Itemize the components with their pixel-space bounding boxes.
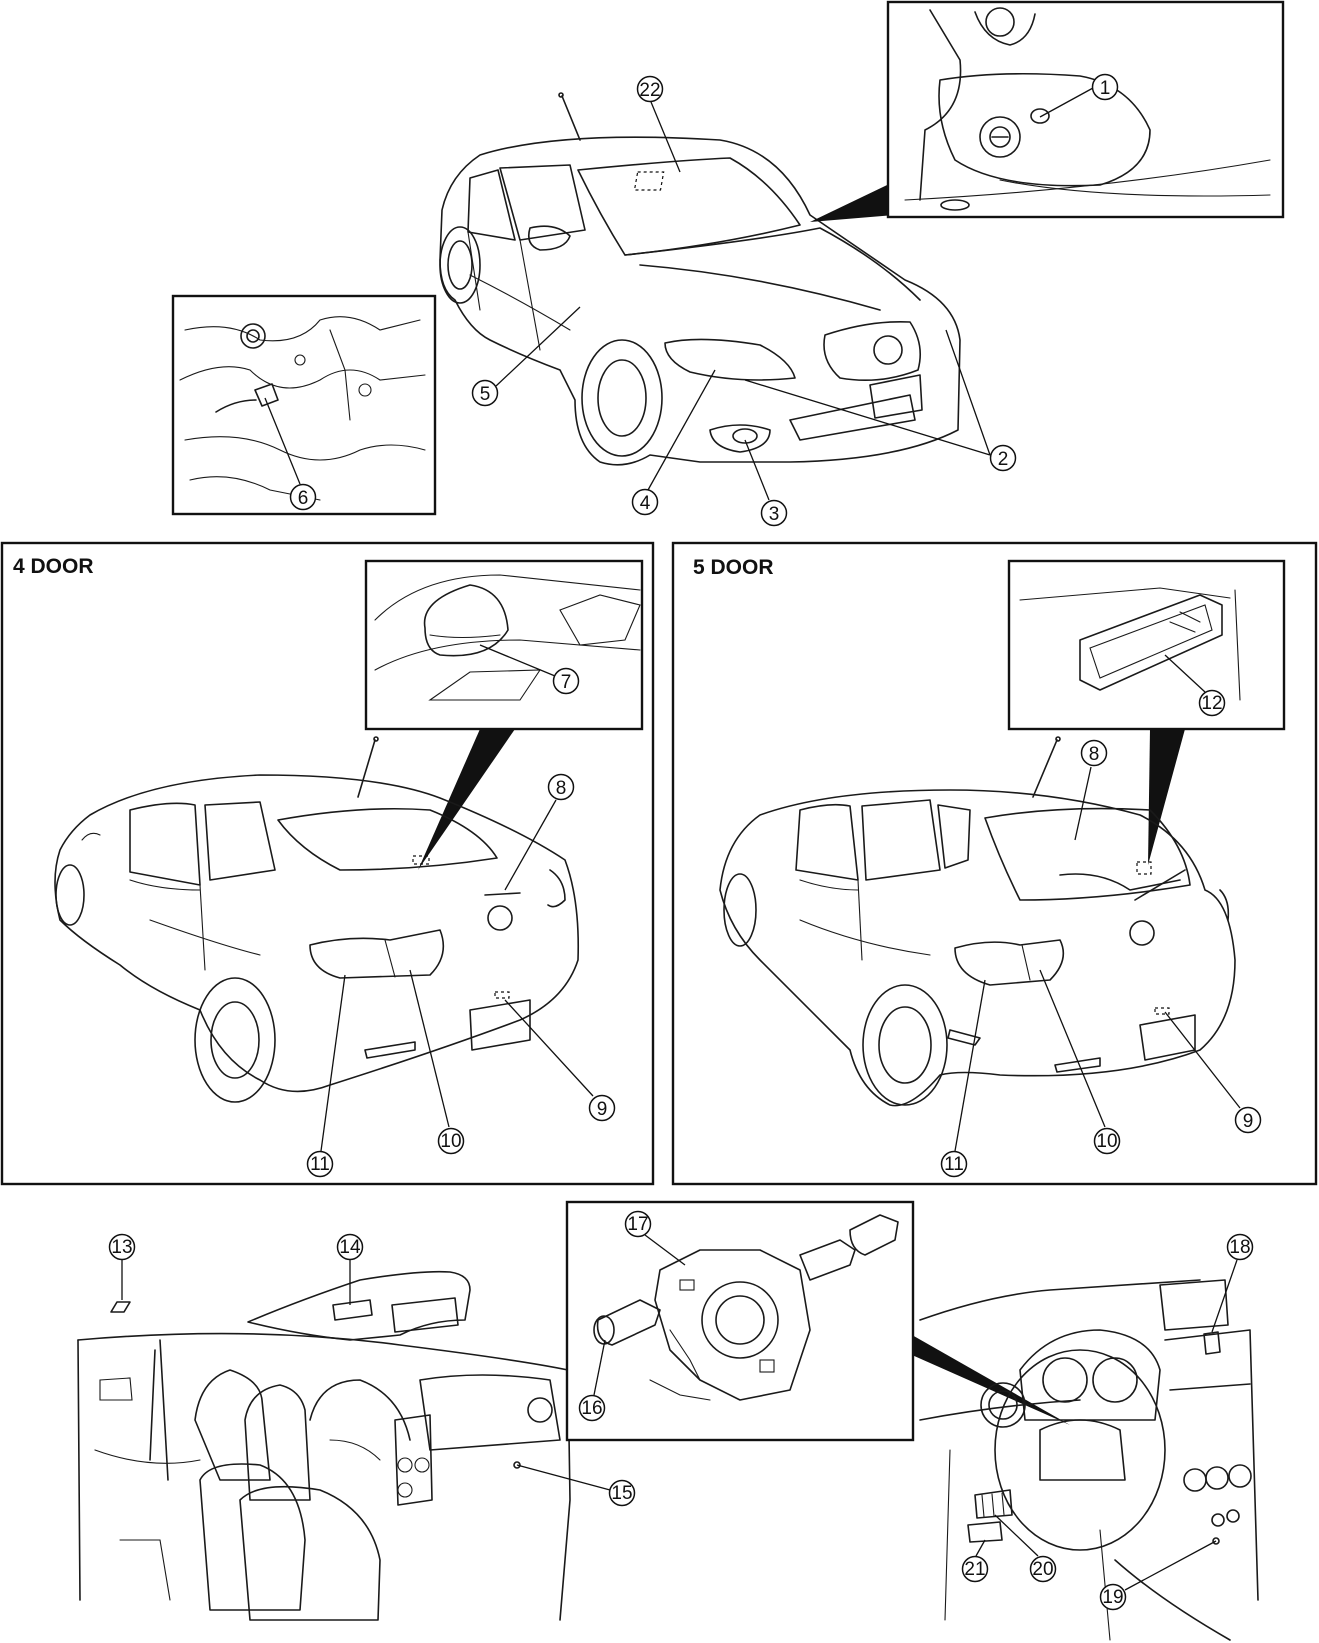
callout-22-label: 22 [639,80,660,101]
callout-12 [1198,689,1226,717]
callout-13 [108,1233,136,1261]
callout-10-4door-label: 10 [440,1131,461,1152]
callout-13-label: 13 [111,1237,132,1258]
callout-1-label: 1 [1100,78,1111,99]
callout-2-label: 2 [998,449,1009,470]
inset-pointer-top-right [810,176,906,222]
inset-pointer-5door [1148,729,1185,865]
interior-illustration [77,1270,571,1621]
callout-9-4door-label: 9 [597,1099,608,1120]
inset-neutral-switch [171,294,437,516]
callout-14-label: 14 [339,1237,361,1258]
callouts: 1 2 3 4 5 6 7 8 9 10 [108,73,1262,1611]
callout-5 [471,379,499,407]
callout-20-label: 20 [1032,1559,1053,1580]
callout-15-label: 15 [611,1483,632,1504]
callout-21-label: 21 [964,1559,985,1580]
callout-8-5door-label: 8 [1089,744,1100,765]
callout-16-label: 16 [581,1398,602,1419]
inset-combination-switch [565,1200,915,1442]
callout-19 [1099,1583,1127,1611]
callout-6 [289,483,317,511]
callout-20 [1029,1555,1057,1583]
callout-7-label: 7 [561,672,572,693]
callout-4-label: 4 [640,493,651,514]
callout-6-label: 6 [298,488,309,509]
callout-19-label: 19 [1102,1587,1123,1608]
callout-9-4door [588,1094,616,1122]
callout-3 [760,499,788,527]
callout-10-5door [1093,1127,1121,1155]
callout-11-4door [306,1150,334,1178]
inset-pointer-4door [418,729,515,870]
callout-11-4door-label: 11 [310,1154,330,1175]
four-door-title: 4 DOOR [13,555,94,578]
callout-18-label: 18 [1229,1237,1250,1258]
front-car-illustration [439,92,961,466]
callout-22 [636,75,664,103]
callout-10-4door [437,1127,465,1155]
callout-8-4door [547,773,575,801]
callout-12-label: 12 [1201,693,1222,714]
callout-3-label: 3 [769,504,780,525]
callout-4 [631,488,659,516]
callout-2 [989,444,1017,472]
callout-11-5door [940,1150,968,1178]
callout-5-label: 5 [480,384,491,405]
four-door-panel: 4 DOOR [0,541,655,1186]
callout-10-5door-label: 10 [1096,1131,1117,1152]
instrument-panel-illustration [919,1279,1259,1641]
callout-21 [961,1555,989,1583]
callout-8-4door-label: 8 [556,778,567,799]
callout-7 [552,667,580,695]
callout-15 [608,1479,636,1507]
callout-9-5door-label: 9 [1243,1111,1254,1132]
callout-17-label: 17 [627,1214,648,1235]
callout-18 [1226,1233,1254,1261]
inset-key-cylinder [886,0,1285,219]
callout-11-5door-label: 11 [944,1154,964,1175]
inset-pointer-bottom [912,1335,1070,1425]
callout-17 [624,1210,652,1238]
callout-9-5door [1234,1106,1262,1134]
five-door-panel: 5 DOOR [671,541,1318,1186]
callout-1 [1091,73,1119,101]
callout-8-5door [1080,739,1108,767]
callout-14 [336,1233,364,1261]
callout-16 [578,1394,606,1422]
five-door-title: 5 DOOR [693,556,774,579]
